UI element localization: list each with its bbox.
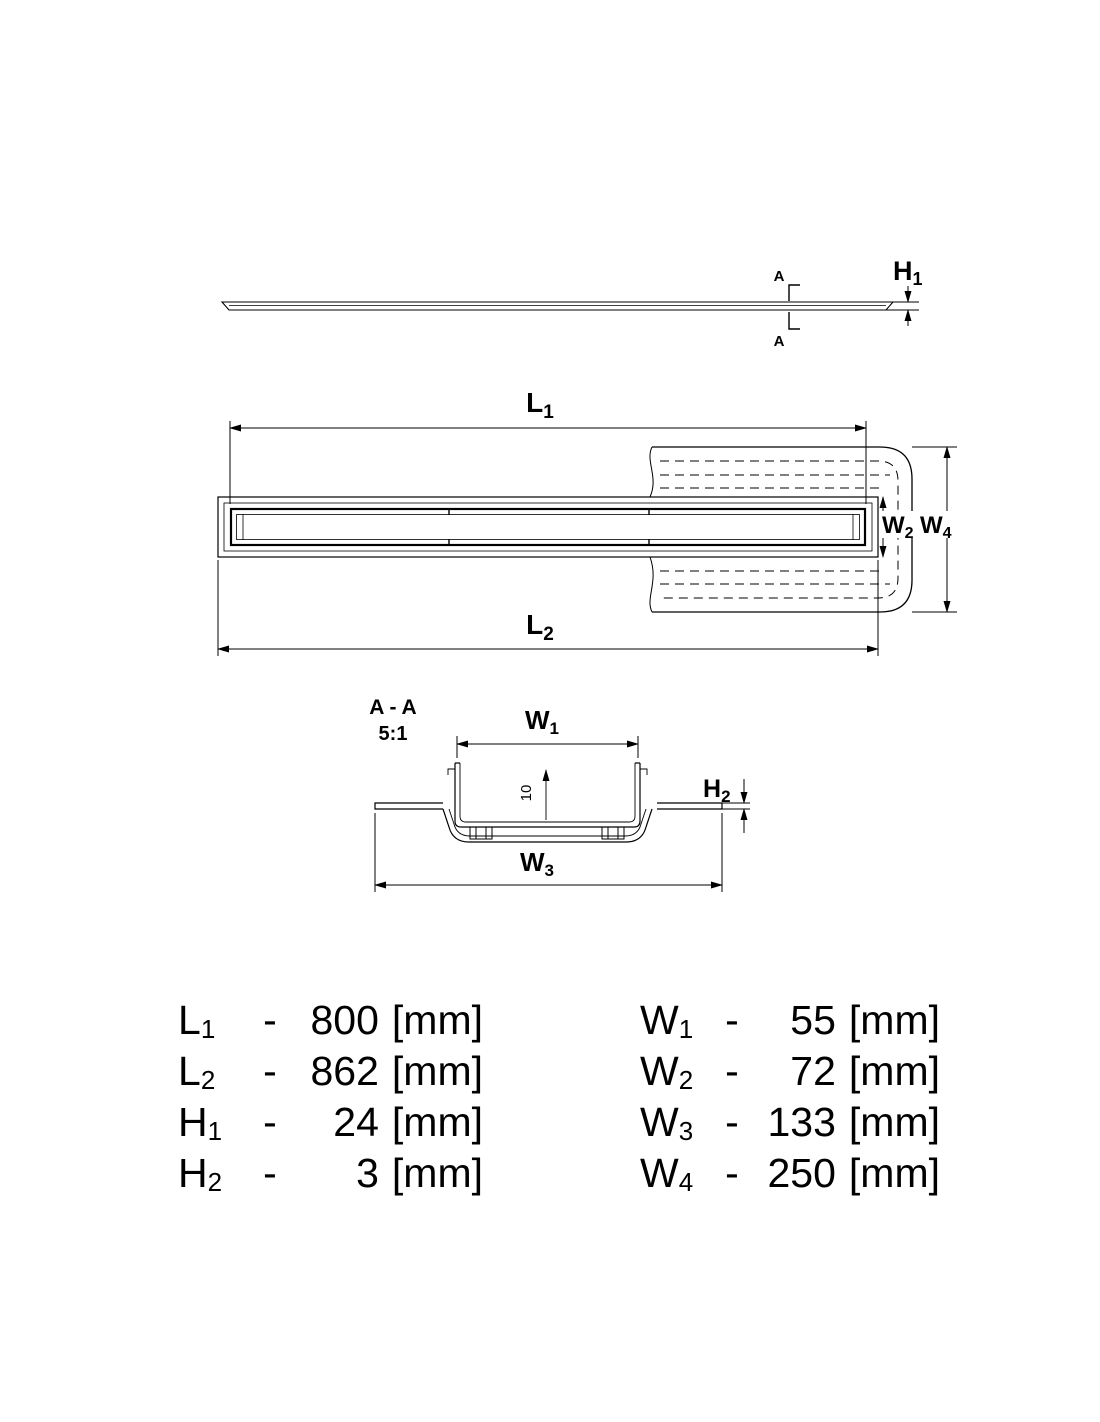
section-view: A - A 5:1 W1 xyxy=(369,696,750,892)
dimension-row-w1: W1 - 55 [mm] xyxy=(640,995,940,1046)
depth-dimension-label: 10 xyxy=(518,785,535,802)
drain-side-profile xyxy=(220,301,895,311)
w2-dimension xyxy=(879,496,914,558)
plan-view: L1 L2 W2 xyxy=(217,387,959,656)
dimension-value: 862 xyxy=(310,1048,379,1094)
dimension-unit: [mm] xyxy=(391,1099,483,1145)
dimension-separator: - xyxy=(725,1048,739,1094)
channel xyxy=(217,496,879,558)
h1-dimension xyxy=(886,286,919,326)
dimension-separator: - xyxy=(263,1099,277,1145)
h1-dimension-label: H1 xyxy=(893,256,923,289)
l1-dimension xyxy=(229,421,867,504)
section-marker-label-top: A xyxy=(774,268,785,285)
gutter-inner-wall xyxy=(459,763,636,823)
channel-inner-edge xyxy=(223,502,873,552)
section-geometry xyxy=(374,762,723,843)
sealing-tape-dashes xyxy=(660,460,899,599)
dimension-separator: - xyxy=(263,1048,277,1094)
section-cut-marks xyxy=(788,284,800,330)
dimension-row-w3: W3 - 133 [mm] xyxy=(640,1097,940,1148)
w2-dimension-label: W2 xyxy=(882,512,914,542)
grate-frame xyxy=(229,507,867,547)
l2-dimension-label: L2 xyxy=(526,609,554,645)
dimension-value: 250 xyxy=(767,1150,836,1196)
dimension-separator: - xyxy=(263,997,277,1043)
w1-dimension xyxy=(456,736,639,758)
dimension-value: 800 xyxy=(310,997,379,1043)
left-flange-profile xyxy=(374,802,443,810)
l2-dimension xyxy=(217,560,879,656)
dimension-separator: - xyxy=(263,1150,277,1196)
dimension-name: L1 xyxy=(178,997,216,1044)
l1-dimension-label: L1 xyxy=(526,387,554,423)
dimension-separator: - xyxy=(725,1099,739,1145)
dimension-unit: [mm] xyxy=(848,1150,940,1196)
section-scale: 5:1 xyxy=(379,723,408,745)
w4-dimension xyxy=(912,446,959,613)
dimension-value: 24 xyxy=(333,1099,379,1145)
h2-dimension xyxy=(722,779,750,833)
dimension-name: W4 xyxy=(640,1150,694,1197)
w4-dimension-label: W4 xyxy=(920,512,952,542)
grate-inner-line xyxy=(236,514,860,540)
pan-inner-wall xyxy=(448,808,647,837)
dimension-row-l2: L2 - 862 [mm] xyxy=(178,1046,483,1097)
dimension-row-l1: L1 - 800 [mm] xyxy=(178,995,483,1046)
dimension-value: 3 xyxy=(356,1150,379,1196)
dimension-value: 72 xyxy=(790,1048,836,1094)
dimension-name: H1 xyxy=(178,1099,223,1146)
flange-torn-edge-bottom xyxy=(649,556,654,613)
side-view xyxy=(220,284,919,330)
dimension-name: W2 xyxy=(640,1048,694,1095)
dimension-separator: - xyxy=(725,1150,739,1196)
dimensions-table-left-column: L1 - 800 [mm] L2 - 862 [mm] H1 - 24 [mm]… xyxy=(178,995,483,1199)
dimension-name: L2 xyxy=(178,1048,216,1095)
dimension-name: W1 xyxy=(640,997,694,1044)
section-title: A - A xyxy=(369,696,416,719)
dimension-unit: [mm] xyxy=(848,997,940,1043)
dimension-value: 133 xyxy=(767,1099,836,1145)
dimensions-table-right-column: W1 - 55 [mm] W2 - 72 [mm] W3 - 133 [mm] … xyxy=(640,995,940,1199)
flange-torn-edge-top xyxy=(649,446,654,498)
dimension-unit: [mm] xyxy=(391,1150,483,1196)
dimension-row-h2: H2 - 3 [mm] xyxy=(178,1148,483,1199)
dimension-row-h1: H1 - 24 [mm] xyxy=(178,1097,483,1148)
dimension-unit: [mm] xyxy=(391,997,483,1043)
dimension-value: 55 xyxy=(790,997,836,1043)
section-marker-label-bottom: A xyxy=(774,333,785,350)
gutter-outer-wall xyxy=(454,763,641,828)
dimension-unit: [mm] xyxy=(391,1048,483,1094)
dimension-separator: - xyxy=(725,997,739,1043)
dimension-name: W3 xyxy=(640,1099,694,1146)
h2-dimension-label: H2 xyxy=(703,775,731,806)
w3-dimension-label: W3 xyxy=(520,847,554,880)
w3-dimension xyxy=(374,813,723,892)
drain-technical-drawing: A A H1 xyxy=(217,256,959,892)
dimension-unit: [mm] xyxy=(848,1048,940,1094)
mounting-clips xyxy=(469,826,625,840)
dimension-row-w4: W4 - 250 [mm] xyxy=(640,1148,940,1199)
channel-outer-edge xyxy=(217,496,879,558)
w1-dimension-label: W1 xyxy=(525,705,559,738)
grate-connectors xyxy=(242,509,854,545)
right-flange-profile xyxy=(657,802,723,810)
dimension-row-w2: W2 - 72 [mm] xyxy=(640,1046,940,1097)
pan-outer-wall xyxy=(442,808,653,843)
dimension-name: H2 xyxy=(178,1150,223,1197)
dimension-unit: [mm] xyxy=(848,1099,940,1145)
